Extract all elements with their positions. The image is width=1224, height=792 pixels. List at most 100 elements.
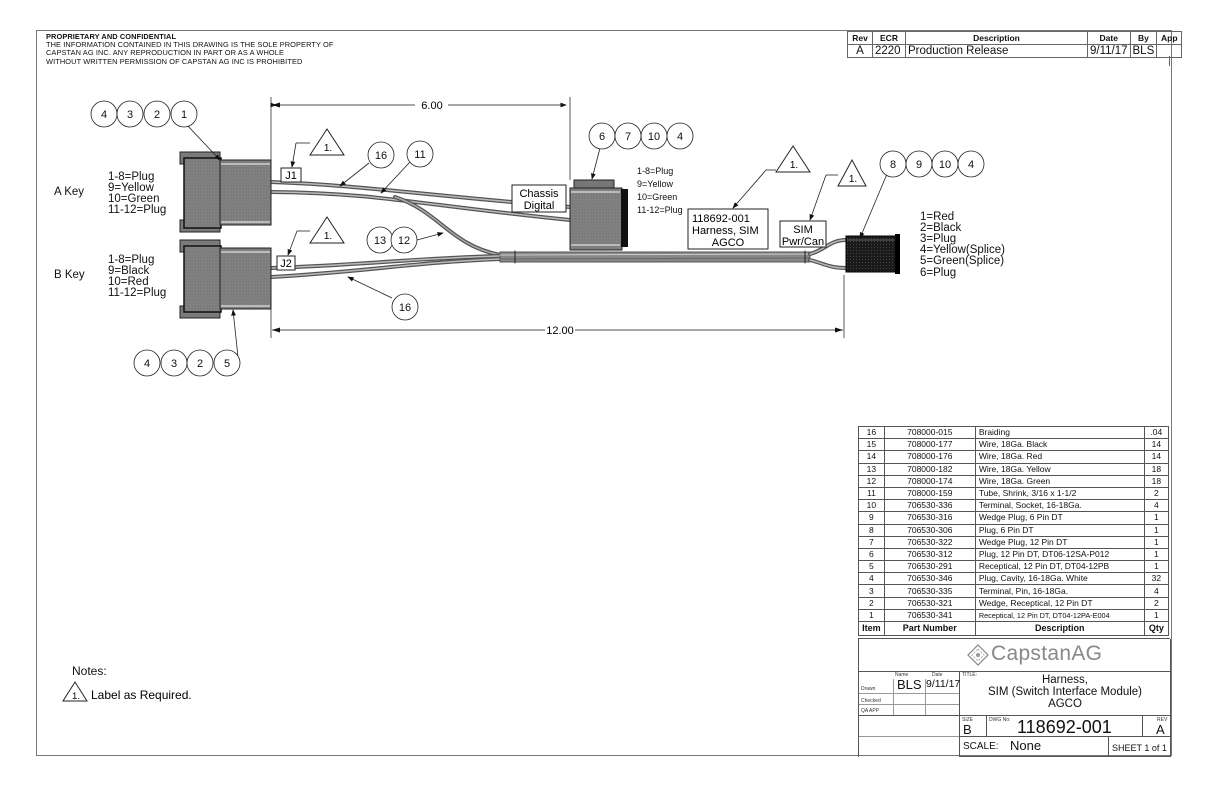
company-logo-area: CapstanAG xyxy=(859,639,1170,672)
leader-lines xyxy=(185,123,888,358)
bom-item-cell: 1 xyxy=(858,608,885,623)
bom-desc-cell: Plug, 6 Pin DT xyxy=(974,523,1145,537)
description-cell: Production Release xyxy=(905,44,1088,58)
a-pinout-line: 10=Green xyxy=(108,193,159,205)
balloon: 8 xyxy=(879,150,907,178)
bom-part-cell: 708000-174 xyxy=(883,474,976,488)
confidential-line: CAPSTAN AG INC. ANY REPRODUCTION IN PART… xyxy=(46,48,284,58)
balloon-text: 4 xyxy=(968,159,974,171)
balloon-text: 11 xyxy=(414,149,425,161)
label-j2-text: J2 xyxy=(280,258,292,270)
revision-row: A 2220 Production Release 9/11/17 BLS xyxy=(847,44,1183,58)
date-cell: 9/11/17 xyxy=(1087,44,1131,58)
balloon-text: 12 xyxy=(398,235,410,247)
label-j1-text: J1 xyxy=(285,170,297,182)
sim-pinout-line: 6=Plug xyxy=(920,267,956,279)
dimension-bottom-label: 12.00 xyxy=(546,325,574,337)
sim-label-line: Pwr/Can xyxy=(782,236,824,248)
balloon: 10 xyxy=(931,150,959,178)
balloon-text: 10 xyxy=(648,131,660,143)
connector-b xyxy=(179,239,272,319)
bom-item-cell: 15 xyxy=(858,438,885,452)
a-pinout-line: 9=Yellow xyxy=(108,182,155,194)
bom-item-cell: 8 xyxy=(858,523,885,537)
balloon: 5 xyxy=(213,349,241,377)
bom-item-cell: 14 xyxy=(858,450,885,464)
bom-qty-cell: 2 xyxy=(1143,486,1170,501)
balloon-text: 4 xyxy=(101,109,107,121)
balloon-text: 4 xyxy=(144,358,150,370)
label-harness: 118692-001 Harness, SIM AGCO xyxy=(687,208,769,250)
title-line: SIM (Switch Interface Module) xyxy=(987,686,1143,698)
bom-desc-cell: Wedge, Receptical, 12 Pin DT xyxy=(974,596,1145,610)
sim-pinout-line: 5=Green(Splice) xyxy=(920,255,1004,267)
bom-qty-cell: 2 xyxy=(1143,596,1170,610)
b-pinout-line: 1-8=Plug xyxy=(108,254,154,266)
a-pinout-line: 11-12=Plug xyxy=(108,204,166,216)
drawing-frame xyxy=(36,30,1172,756)
balloon: 7 xyxy=(614,122,642,150)
bom-item-cell: 12 xyxy=(858,474,885,488)
note-flag: 1. xyxy=(309,216,345,244)
title-line: Harness, xyxy=(1041,674,1089,686)
balloon-text: 3 xyxy=(171,358,177,370)
balloon: 13 xyxy=(366,226,394,254)
size-label: SIZE xyxy=(962,717,974,723)
balloon: 16 xyxy=(391,293,419,321)
size-cell: SIZE B xyxy=(960,716,987,737)
balloon-text: 2 xyxy=(197,358,203,370)
bom-desc-header: Description xyxy=(974,621,1145,636)
confidential-line: THE INFORMATION CONTAINED IN THIS DRAWIN… xyxy=(46,40,334,50)
scale-row: SCALE: None SHEET 1 of 1 xyxy=(960,737,1170,757)
a-pinout-line: 1-8=Plug xyxy=(108,171,154,183)
bom-desc-cell: Receptical, 12 Pin DT, DT04-12PB xyxy=(974,560,1145,574)
note-flag: 1. xyxy=(775,145,811,173)
bom-desc-cell: Plug, 12 Pin DT, DT06-12SA-P012 xyxy=(974,547,1145,562)
bom-header-row: Item Part Number Description Qty xyxy=(858,621,1170,636)
balloon-text: 2 xyxy=(154,109,160,121)
bom-item-cell: 7 xyxy=(858,535,885,549)
bom-item-cell: 11 xyxy=(858,486,885,501)
title-area: TITLE: Harness, SIM (Switch Interface Mo… xyxy=(960,671,1170,716)
bom-qty-cell: 4 xyxy=(1143,499,1170,513)
bom-qty-cell: 14 xyxy=(1143,450,1170,464)
title-block: CapstanAG Name Date Drawn BLS 9/11/17 Ch… xyxy=(858,638,1171,757)
bom-qty-cell: 1 xyxy=(1143,608,1170,623)
balloon: 1 xyxy=(170,100,198,128)
b-pinout-line: 9=Black xyxy=(108,265,149,277)
dwg-number: 118692-001 xyxy=(1017,717,1112,737)
by-cell: BLS xyxy=(1129,44,1158,58)
note-flag-text: 1. xyxy=(72,691,80,702)
bom-part-cell: 706530-346 xyxy=(883,572,976,586)
drawn-date: 9/11/17 xyxy=(926,678,961,690)
balloon: 3 xyxy=(116,100,144,128)
confidential-notice: PROPRIETARY AND CONFIDENTIAL THE INFORMA… xyxy=(46,32,334,66)
label-j1: J1 xyxy=(280,167,302,183)
bom-part-cell: 706530-322 xyxy=(883,535,976,549)
dwg-label: DWG No: xyxy=(989,717,1011,723)
dimension-top: 6.00 xyxy=(270,97,571,180)
balloon: 10 xyxy=(640,122,668,150)
bom-item-cell: 5 xyxy=(858,560,885,574)
chassis-label-line: Digital xyxy=(524,200,555,212)
confidential-line: WITHOUT WRITTEN PERMISSION OF CAPSTAN AG… xyxy=(46,56,303,66)
sim-pinout-line: 1=Red xyxy=(920,211,954,223)
bom-desc-cell: Terminal, Socket, 16-18Ga. xyxy=(974,499,1145,513)
bom-qty-cell: 1 xyxy=(1143,535,1170,549)
balloon: 4 xyxy=(133,349,161,377)
balloon: 4 xyxy=(957,150,985,178)
chassis-pinout-line: 11-12=Plug xyxy=(637,205,683,215)
sheet-number: SHEET 1 of 1 xyxy=(1112,743,1167,753)
bom-item-cell: 16 xyxy=(858,425,885,440)
size-value: B xyxy=(963,722,972,737)
balloon-text: 16 xyxy=(375,150,387,162)
